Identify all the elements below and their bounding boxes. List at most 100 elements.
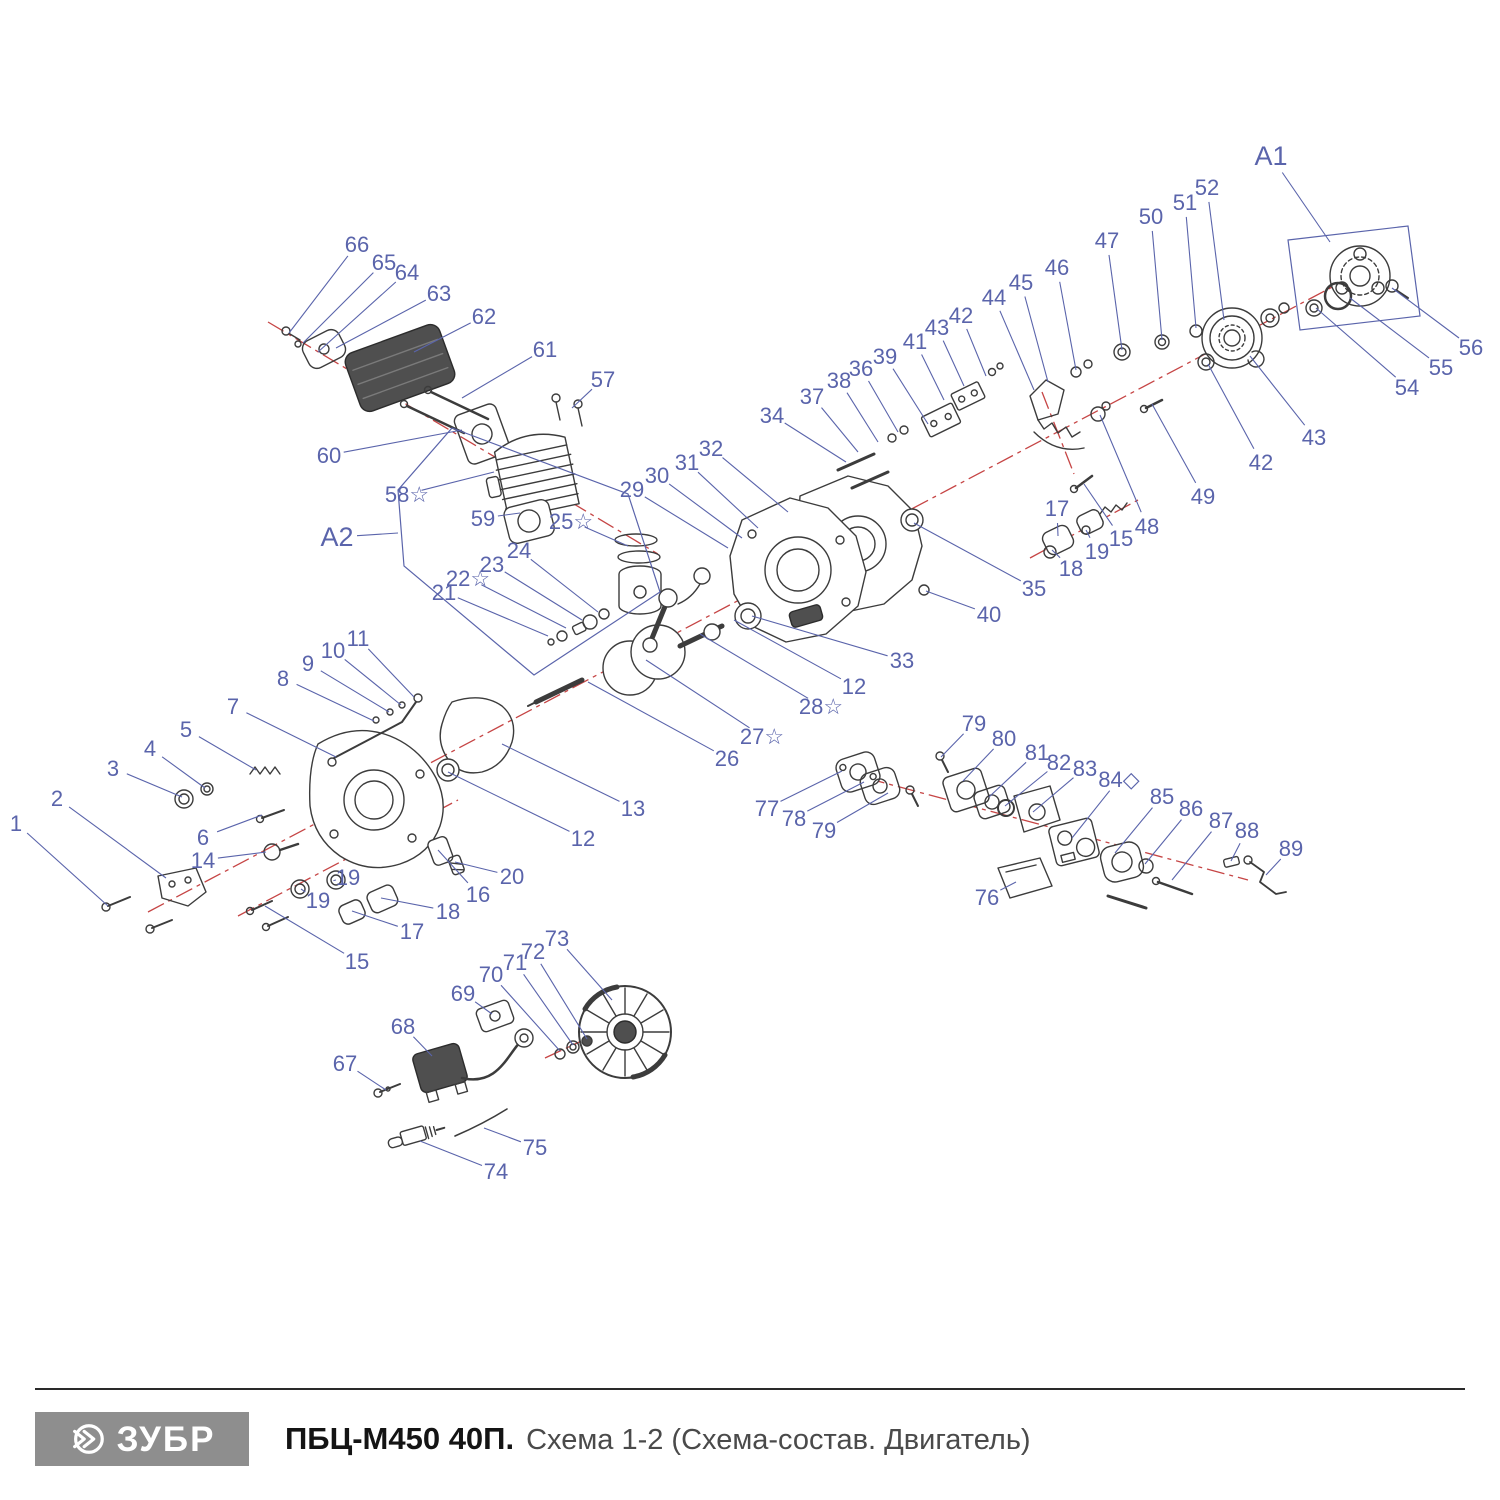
leader-line-21	[457, 597, 549, 637]
leader-line-86	[1144, 819, 1182, 865]
callout-label-33: 33	[890, 648, 914, 673]
axis-carburetor	[835, 769, 1249, 881]
leader-line-56	[1391, 287, 1460, 339]
callout-label-17: 17	[1045, 496, 1069, 521]
callout-label-80: 80	[992, 726, 1016, 751]
leader-line-15	[1083, 483, 1113, 526]
callout-label-79: 79	[812, 818, 836, 843]
leader-line-4	[161, 756, 206, 789]
brake-assembly	[920, 359, 1164, 450]
callout-label-87: 87	[1209, 808, 1233, 833]
leader-line-83	[1032, 777, 1074, 813]
callout-label-49: 49	[1191, 484, 1215, 509]
leader-line-54	[1315, 307, 1397, 378]
leader-line-37	[821, 407, 859, 453]
leader-line-17	[1056, 522, 1059, 537]
callout-label-10: 10	[321, 638, 345, 663]
callout-label-11: 11	[347, 626, 370, 651]
callout-label-73: 73	[545, 926, 569, 951]
leader-line-70	[500, 984, 561, 1052]
callout-label-25☆: 25☆	[549, 509, 593, 534]
callout-label-16: 16	[466, 882, 490, 907]
callout-label-88: 88	[1235, 818, 1259, 843]
leader-line-45	[1024, 296, 1049, 383]
callout-label-40: 40	[977, 602, 1001, 627]
callout-label-65: 65	[372, 250, 396, 275]
callout-label-41: 41	[903, 329, 927, 354]
callout-label-52: 52	[1195, 175, 1219, 200]
leader-line-39	[892, 368, 929, 425]
callout-label-20: 20	[500, 864, 524, 889]
leader-line-85	[1114, 807, 1153, 854]
brand-name: ЗУБР	[116, 1419, 216, 1459]
leader-line-36	[868, 380, 899, 433]
oil-pump-assembly	[101, 693, 515, 934]
leader-line-69	[474, 1001, 493, 1015]
callout-label-56: 56	[1459, 335, 1483, 360]
frame-a1	[1287, 225, 1421, 331]
leader-line-17	[351, 910, 398, 927]
callout-label-63: 63	[427, 281, 451, 306]
leader-line-42	[966, 328, 987, 377]
callout-label-35: 35	[1022, 576, 1046, 601]
leader-line-10	[344, 658, 402, 706]
callout-label-36: 36	[849, 356, 873, 381]
leader-line-23	[504, 571, 583, 621]
callout-label-60: 60	[317, 443, 341, 468]
carburetor-assembly	[835, 751, 1287, 910]
leader-line-89	[1265, 858, 1282, 876]
callout-label-19: 19	[1085, 539, 1109, 564]
callout-label-3: 3	[107, 756, 119, 781]
leader-line-A1	[1281, 172, 1331, 243]
leader-line-18	[380, 897, 434, 909]
leader-line-46	[1059, 281, 1077, 371]
leader-line-8	[296, 683, 375, 722]
leader-line-11	[367, 648, 415, 698]
leader-line-81	[988, 761, 1027, 798]
callout-label-85: 85	[1150, 784, 1174, 809]
reference-frames	[397, 225, 1421, 676]
callout-label-8: 8	[277, 666, 289, 691]
callout-label-76: 76	[975, 885, 999, 910]
parts-layer	[101, 245, 1409, 1149]
leader-line-60	[343, 429, 463, 453]
leader-line-9	[320, 670, 390, 713]
leader-line-84◇	[1071, 790, 1111, 839]
callout-label-59: 59	[471, 506, 495, 531]
leader-line-41	[921, 354, 945, 401]
schema-subtitle: Схема 1-2 (Схема-состав. Двигатель)	[526, 1424, 1031, 1456]
callout-label-51: 51	[1173, 190, 1197, 215]
callout-label-82: 82	[1047, 750, 1071, 775]
leader-line-65	[302, 272, 374, 344]
callout-label-18: 18	[1059, 556, 1083, 581]
callout-label-28☆: 28☆	[799, 694, 843, 719]
callout-label-37: 37	[800, 384, 824, 409]
ignition-assembly	[373, 984, 672, 1149]
muffler-gasket	[453, 403, 511, 465]
leader-line-73	[566, 948, 613, 1001]
leader-line-12	[447, 771, 570, 832]
piston-assembly	[547, 533, 662, 646]
callout-label-72: 72	[521, 939, 545, 964]
leader-line-33	[751, 615, 888, 657]
leader-line-32	[722, 457, 789, 513]
ignition-coil	[412, 1042, 469, 1104]
leader-line-25☆	[584, 526, 629, 547]
leader-line-6	[216, 814, 263, 833]
callout-label-77: 77	[755, 796, 779, 821]
callout-label-18: 18	[436, 899, 460, 924]
callout-label-67: 67	[333, 1051, 357, 1076]
av-buffers-right	[1041, 474, 1128, 559]
callout-label-61: 61	[533, 337, 557, 362]
crankcase	[677, 425, 930, 643]
axis-buffers-right	[1029, 499, 1139, 559]
leader-line-79	[940, 733, 964, 758]
cylinder-gasket	[503, 498, 555, 545]
leader-line-49	[1151, 403, 1197, 484]
leader-line-63	[335, 299, 427, 349]
callout-label-13: 13	[621, 796, 645, 821]
leader-line-2	[68, 806, 167, 879]
cylinder-assembly	[485, 393, 583, 545]
leader-line-48	[1099, 414, 1142, 513]
